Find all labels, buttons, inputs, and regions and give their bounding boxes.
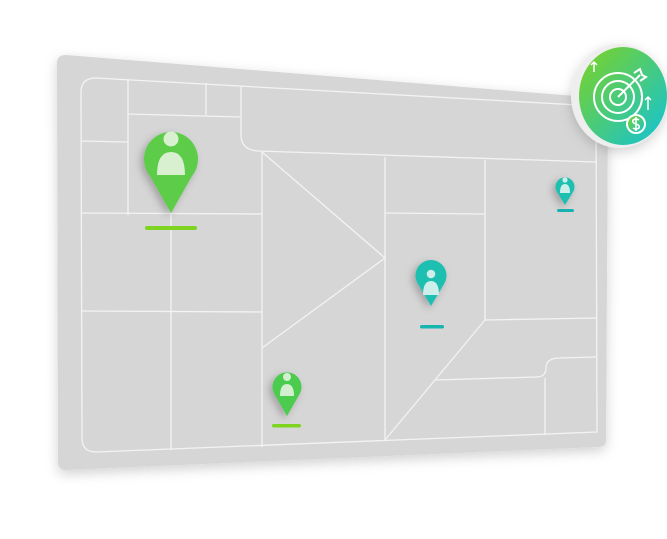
- pin-base-bar: [557, 209, 574, 212]
- user-location-pin-small-green[interactable]: [272, 372, 302, 428]
- pin-base-bar: [420, 325, 444, 329]
- user-location-pin-small-teal[interactable]: [555, 177, 575, 212]
- map-roads: [80, 77, 598, 453]
- user-icon: [157, 131, 185, 175]
- target-goal-badge: [571, 44, 667, 148]
- user-icon: [423, 269, 439, 295]
- pin-base-bar: [145, 226, 197, 230]
- user-location-pin-large[interactable]: [143, 131, 198, 231]
- target-dollar-icon: [590, 60, 652, 134]
- map-board: [57, 55, 608, 470]
- pin-base-bar: [272, 424, 301, 428]
- user-location-pin-teal[interactable]: [415, 260, 447, 329]
- user-icon: [560, 177, 570, 193]
- user-icon: [280, 373, 294, 396]
